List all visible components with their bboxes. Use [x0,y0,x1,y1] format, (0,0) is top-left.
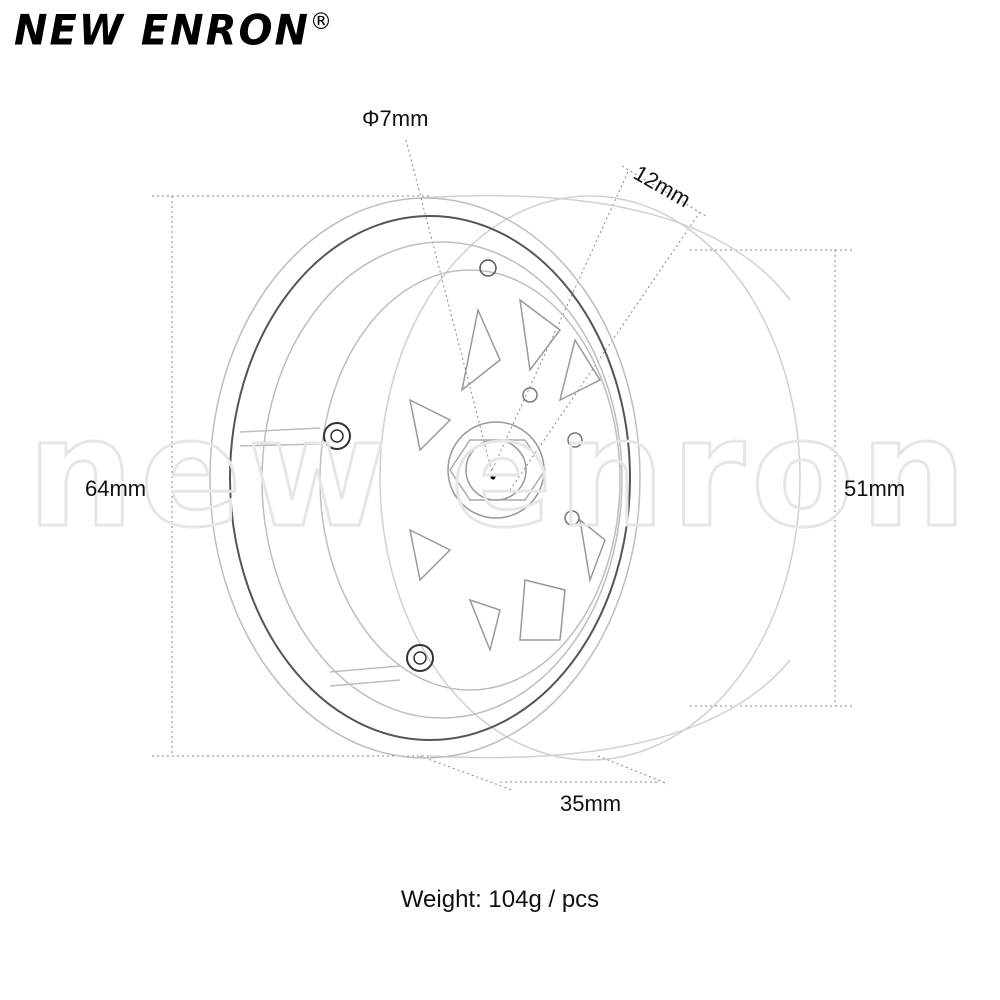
watermark: new enron [27,387,973,561]
brand-name: NEW ENRON [14,6,310,56]
center-point [490,474,496,480]
weight-text: Weight: 104g / pcs [400,886,600,913]
wheel-body [209,194,801,761]
width-label: 35mm [560,791,622,816]
dimension-lines [152,139,855,791]
bead-diameter-label: 51mm [844,476,906,501]
center-hole-label: Φ7mm [362,106,429,131]
outer-diameter-label: 64mm [85,476,147,501]
brand-logo: NEW ENRON® [14,7,334,55]
registered-mark: ® [309,8,334,36]
